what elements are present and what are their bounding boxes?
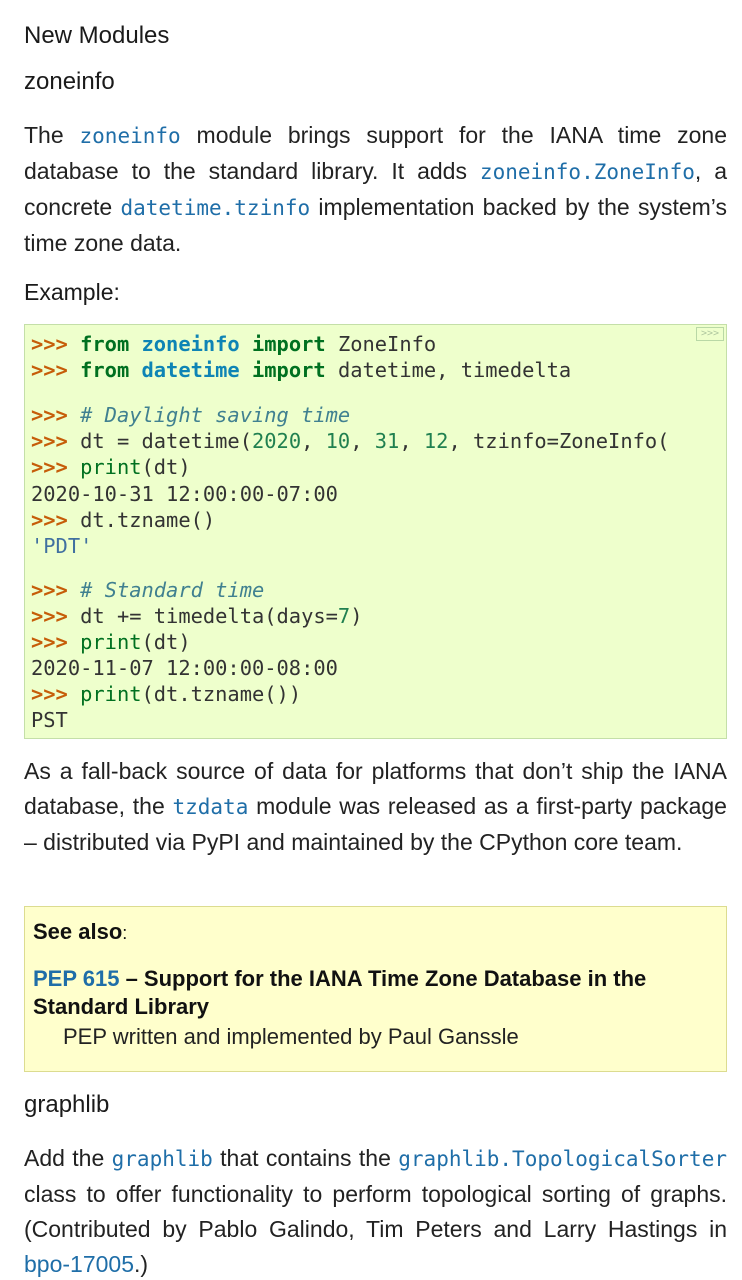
code-line: 2020-10-31 12:00:00-07:00: [31, 482, 338, 506]
code-line: >>> dt.tzname(): [31, 508, 216, 532]
code-line: >>> from datetime import datetime, timed…: [31, 358, 572, 382]
zoneinfo-intro-paragraph: The zoneinfo module brings support for t…: [24, 122, 727, 256]
tzdata-module-link[interactable]: tzdata: [172, 795, 249, 819]
example-label: Example:: [24, 279, 120, 305]
code-line: PST: [31, 708, 68, 732]
heading-graphlib: graphlib: [24, 1091, 110, 1118]
code-line: >>> print(dt): [31, 630, 191, 654]
heading-zoneinfo: zoneinfo: [24, 68, 115, 95]
code-line: 2020-11-07 12:00:00-08:00: [31, 656, 338, 680]
code-line: >>> # Daylight saving time: [31, 403, 351, 427]
zoneinfo-class-link[interactable]: zoneinfo.ZoneInfo: [479, 160, 695, 184]
code-line: >>> from zoneinfo import ZoneInfo: [31, 332, 437, 356]
code-line: >>> dt = datetime(2020, 10, 31, 12, tzin…: [31, 429, 670, 453]
see-also-title: See also:: [33, 919, 128, 944]
code-line: >>> print(dt.tzname()): [31, 682, 302, 706]
pep-615-link[interactable]: PEP 615: [33, 966, 120, 991]
zoneinfo-module-link[interactable]: zoneinfo: [79, 124, 181, 148]
heading-new-modules: New Modules: [24, 22, 170, 49]
graphlib-paragraph: Add the graphlib that contains the graph…: [24, 1145, 727, 1277]
code-line: >>> print(dt): [31, 455, 191, 479]
tzinfo-class-link[interactable]: datetime.tzinfo: [120, 196, 311, 220]
code-line: >>> dt += timedelta(days=7): [31, 604, 363, 628]
topologicalsorter-class-link[interactable]: graphlib.TopologicalSorter: [398, 1147, 727, 1171]
fallback-paragraph: As a fall-back source of data for platfo…: [24, 758, 727, 855]
bpo-17005-link[interactable]: bpo-17005: [24, 1251, 134, 1277]
graphlib-module-link[interactable]: graphlib: [111, 1147, 213, 1171]
copy-prompt-toggle-button[interactable]: >>>: [696, 327, 724, 341]
code-example-block: >>> >>> from zoneinfo import ZoneInfo>>>…: [24, 324, 727, 739]
see-also-box: See also: PEP 615 – Support for the IANA…: [24, 906, 727, 1072]
pep-615-entry: PEP 615 – Support for the IANA Time Zone…: [33, 966, 647, 1019]
pep-615-description: PEP written and implemented by Paul Gans…: [63, 1024, 519, 1049]
code-line: 'PDT': [31, 534, 93, 558]
code-line: >>> # Standard time: [31, 578, 265, 602]
